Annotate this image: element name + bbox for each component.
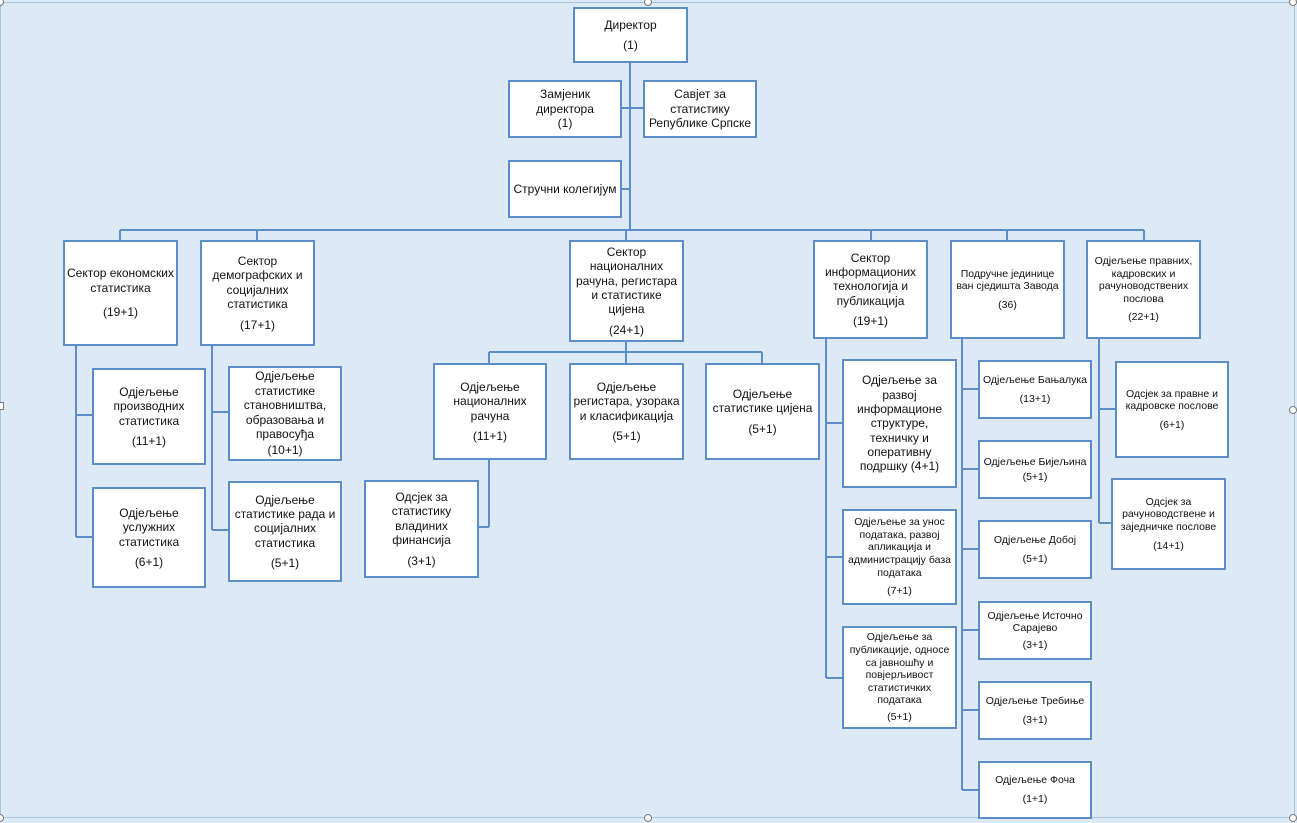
dept-national-accounts-box[interactable]: Одјељење националних рачуна (11+1)	[433, 363, 547, 460]
resize-handle-middle-right[interactable]	[1289, 406, 1297, 414]
director-name: Директор	[604, 17, 657, 32]
dept-services-box[interactable]: Одјељење услужних статистика (6+1)	[92, 487, 206, 588]
legal-hr-accounting-box[interactable]: Одјељење правних, кадровских и рачуновод…	[1086, 240, 1201, 339]
dept-data-entry-count: (7+1)	[887, 585, 912, 598]
dept-banjaluka-count: (13+1)	[1019, 392, 1051, 405]
resize-handle-middle-left[interactable]	[0, 402, 4, 410]
dept-production-count: (11+1)	[131, 433, 167, 448]
dept-labour-box[interactable]: Одјељење статистике рада и социјалних ст…	[228, 481, 342, 582]
dept-population-box[interactable]: Одјељење статистике становништва, образо…	[228, 366, 342, 461]
dept-banjaluka-name: Одјељење Бањалука	[982, 373, 1088, 386]
deputy-count: (1)	[557, 116, 573, 131]
dept-prices-count: (5+1)	[748, 421, 777, 436]
dept-doboj-name: Одјељење Добој	[993, 533, 1077, 546]
dept-national-accounts-count: (11+1)	[472, 428, 508, 443]
dept-trebinje-name: Одјељење Требиње	[985, 694, 1085, 707]
sector-it-name: Сектор информационих технологија и публи…	[824, 250, 917, 308]
resize-handle-top-center[interactable]	[644, 0, 652, 6]
deputy-name: Замјеник директора	[536, 87, 594, 116]
dept-data-entry-name: Одјељење за унос података, развој аплика…	[848, 516, 951, 579]
sector-demographic-name: Сектор демографских и социјалних статист…	[212, 254, 303, 312]
statistics-council-box[interactable]: Савјет за статистику Републике Српске	[643, 80, 757, 138]
sector-demographic-box[interactable]: Сектор демографских и социјалних статист…	[200, 240, 315, 346]
section-legal-hr-count: (6+1)	[1159, 418, 1185, 431]
dept-doboj-box[interactable]: Одјељење Добој (5+1)	[978, 520, 1092, 579]
dept-trebinje-count: (3+1)	[1022, 713, 1048, 726]
dept-it-infrastructure-name: Одјељење за развој информационе структур…	[856, 373, 943, 474]
deputy-director-box[interactable]: Замјеник директора (1)	[508, 80, 622, 138]
dept-banjaluka-box[interactable]: Одјељење Бањалука (13+1)	[978, 360, 1092, 419]
dept-production-name: Одјељење производних статистика	[113, 384, 185, 428]
dept-population-count: (10+1)	[267, 443, 303, 458]
legal-hr-accounting-name: Одјељење правних, кадровских и рачуновод…	[1094, 255, 1193, 305]
sector-economic-name: Сектор економских статистика	[67, 266, 175, 295]
dept-services-count: (6+1)	[134, 554, 164, 569]
section-government-finance-box[interactable]: Одсјек за статистику владиних финансија …	[364, 480, 479, 578]
dept-production-box[interactable]: Одјељење производних статистика (11+1)	[92, 368, 206, 465]
section-accounting-count: (14+1)	[1153, 539, 1184, 552]
council-name: Савјет за статистику Републике Српске	[648, 87, 752, 131]
section-legal-hr-box[interactable]: Одсјек за правне и кадровске послове (6+…	[1115, 361, 1229, 458]
dept-labour-count: (5+1)	[270, 556, 300, 571]
director-box[interactable]: Директор (1)	[573, 7, 688, 63]
sector-it-box[interactable]: Сектор информационих технологија и публи…	[813, 240, 928, 339]
dept-registers-name: Одјељење регистара, узорака и класификац…	[573, 379, 680, 423]
dept-prices-box[interactable]: Одјељење статистике цијена (5+1)	[705, 363, 820, 460]
regional-units-name: Подручне јединице ван сједишта Завода	[956, 267, 1059, 293]
sector-economic-box[interactable]: Сектор економских статистика (19+1)	[63, 240, 178, 346]
dept-doboj-count: (5+1)	[1022, 552, 1048, 565]
dept-publications-name: Одјељење за публикације, односе са јавно…	[849, 631, 950, 707]
dept-data-entry-box[interactable]: Одјељење за унос података, развој аплика…	[842, 509, 957, 605]
dept-trebinje-box[interactable]: Одјељење Требиње (3+1)	[978, 681, 1092, 740]
dept-national-accounts-name: Одјељење националних рачуна	[453, 379, 527, 423]
sector-it-count: (19+1)	[852, 314, 889, 329]
dept-registers-box[interactable]: Одјељење регистара, узорака и класификац…	[569, 363, 684, 460]
dept-foca-name: Одјељење Фоча	[995, 774, 1075, 787]
dept-bijeljina-count: (5+1)	[1022, 470, 1048, 483]
expert-collegium-box[interactable]: Стручни колегијум	[508, 160, 622, 218]
regional-units-count: (36)	[998, 298, 1017, 311]
dept-it-infrastructure-box[interactable]: Одјељење за развој информационе структур…	[842, 359, 957, 488]
regional-units-box[interactable]: Подручне јединице ван сједишта Завода (3…	[950, 240, 1065, 339]
dept-foca-count: (1+1)	[1022, 793, 1048, 805]
sector-demographic-count: (17+1)	[239, 317, 276, 332]
resize-handle-bottom-right[interactable]	[1289, 814, 1297, 822]
sector-economic-count: (19+1)	[102, 305, 139, 320]
dept-registers-count: (5+1)	[612, 428, 641, 443]
section-government-finance-count: (3+1)	[407, 553, 436, 568]
dept-istocno-sarajevo-count: (3+1)	[1022, 638, 1048, 651]
section-accounting-name: Одсјек за рачуноводствене и заједничке п…	[1120, 495, 1217, 533]
legal-hr-accounting-count: (22+1)	[1128, 311, 1159, 324]
sector-national-accounts-count: (24+1)	[608, 322, 645, 337]
dept-publications-count: (5+1)	[887, 710, 912, 723]
collegium-name: Стручни колегијум	[513, 181, 617, 196]
section-legal-hr-name: Одсјек за правне и кадровске послове	[1125, 387, 1219, 413]
section-government-finance-name: Одсјек за статистику владиних финансија	[391, 490, 452, 548]
dept-services-name: Одјељење услужних статистика	[118, 505, 180, 549]
director-count: (1)	[623, 38, 638, 52]
section-accounting-box[interactable]: Одсјек за рачуноводствене и заједничке п…	[1111, 478, 1226, 570]
dept-population-name: Одјељење статистике становништва, образо…	[243, 369, 327, 441]
dept-foca-box[interactable]: Одјељење Фоча (1+1)	[978, 761, 1092, 819]
dept-istocno-sarajevo-name: Одјељење Источно Сарајево	[987, 609, 1083, 635]
sector-national-accounts-box[interactable]: Сектор националних рачуна, регистара и с…	[569, 240, 684, 342]
dept-bijeljina-box[interactable]: Одјељење Бијељина (5+1)	[978, 440, 1092, 499]
dept-istocno-sarajevo-box[interactable]: Одјељење Источно Сарајево (3+1)	[978, 601, 1092, 660]
resize-handle-bottom-center[interactable]	[644, 814, 652, 822]
dept-prices-name: Одјељење статистике цијена	[712, 386, 813, 416]
sector-national-accounts-name: Сектор националних рачуна, регистара и с…	[575, 244, 678, 317]
dept-publications-box[interactable]: Одјељење за публикације, односе са јавно…	[842, 626, 957, 729]
dept-bijeljina-name: Одјељење Бијељина	[983, 455, 1087, 468]
dept-labour-name: Одјељење статистике рада и социјалних ст…	[234, 492, 336, 550]
